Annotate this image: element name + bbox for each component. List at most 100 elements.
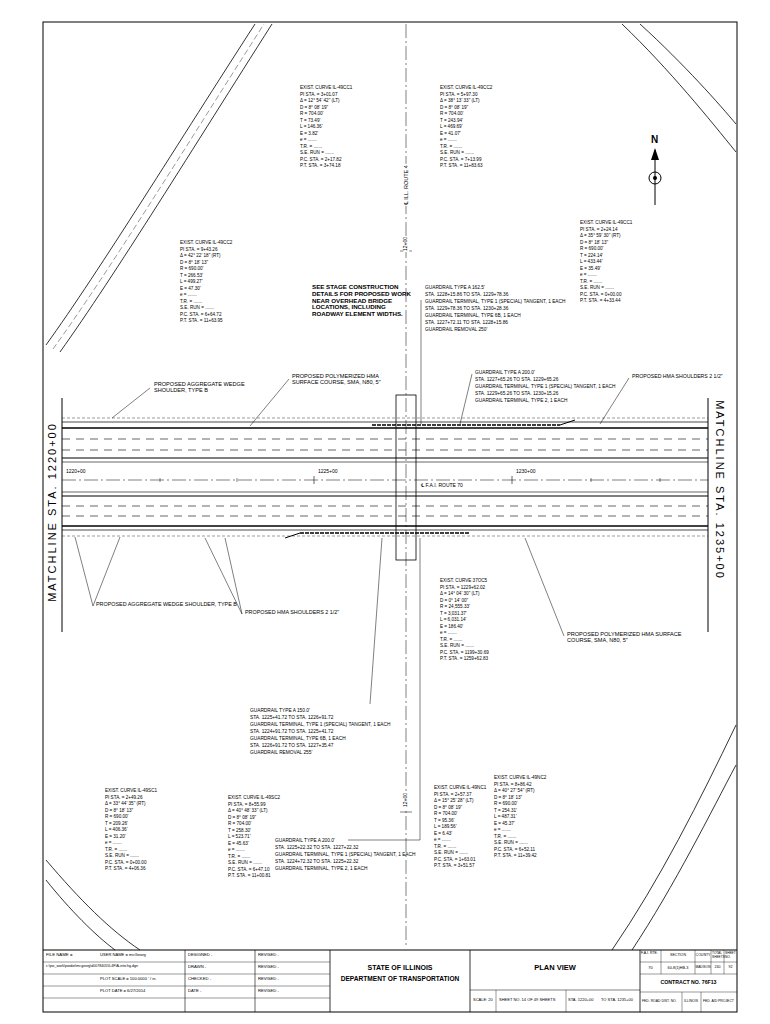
plan-linework <box>43 950 737 951</box>
curve-data: P.T. STA. = 3+74.18 <box>300 163 340 168</box>
plan-linework <box>62 492 708 493</box>
plan-linework <box>53 24 264 349</box>
curve-data: P.T. STA. = 11+83.63 <box>440 163 483 168</box>
plan-linework <box>651 148 659 160</box>
curve-data: P.C. STA. = 1199+30.69 <box>440 650 489 655</box>
curve-data: L = 406.36' <box>105 827 128 832</box>
guardrail-note: STA. 1229+65.26 TO STA. 1230+15.26 <box>475 391 558 396</box>
callout: PROPOSED HMA SHOULDERS 2 1/2" <box>632 374 723 380</box>
curve-data: D = 8° 18' 13" <box>580 240 608 245</box>
plan-linework <box>62 530 708 531</box>
matchline-label: MATCHLINE STA. 1220+00 <box>46 422 58 602</box>
curve-data: R = 690.00' <box>180 266 203 271</box>
curve-data: S.E. RUN = ....... <box>434 850 468 855</box>
curve-data: E = 186.40' <box>440 624 463 629</box>
curve-data: Δ = 38° 13' 33" (LT) <box>440 98 480 103</box>
sheet-frame <box>43 22 737 1012</box>
title-block-text: REVISED - <box>258 953 279 958</box>
curve-data: P.T. STA. = 11+63.95 <box>180 318 223 323</box>
plan-linework <box>62 418 708 419</box>
plan-linework <box>43 22 737 1012</box>
curve-data: D = 8° 18' 13" <box>180 260 208 265</box>
curve-data: PI STA. = 8+86.42 <box>494 782 531 787</box>
curve-data: L = 6,031.14' <box>440 617 466 622</box>
curve-data: T.R. = ....... <box>180 299 202 304</box>
plan-linework <box>255 950 256 1012</box>
plan-linework <box>724 950 725 974</box>
curve-data: EXIST. CURVE 37OC5 <box>440 578 487 583</box>
plan-linework <box>62 398 63 632</box>
plan-linework <box>62 427 708 428</box>
curve-data: e = ....... <box>580 272 597 277</box>
curve-data: S.E. RUN = ....... <box>228 860 262 865</box>
plan-linework <box>612 725 736 950</box>
guardrail-note: GUARDRAIL TYPE A 150.0' <box>250 708 310 713</box>
guardrail-note: STA. 1226+91.72 TO STA. 1227+35.47 <box>250 743 333 748</box>
curve-data: Δ = 40° 48' 33" (LT) <box>228 808 268 813</box>
curve-data: EXIST. CURVE IL-49CC1 <box>300 85 352 90</box>
title-block-text: MADISON <box>696 966 711 970</box>
plan-linework <box>62 536 708 537</box>
plan-linework <box>640 992 737 993</box>
plan-linework <box>372 424 560 426</box>
curve-data: PI STA. = 2+49.26 <box>105 795 142 800</box>
plan-linework <box>370 538 382 704</box>
guardrail-lines <box>285 420 575 538</box>
curve-data: R = 690.00' <box>494 801 517 806</box>
curve-data: E = 45.63' <box>228 841 249 846</box>
curve-data: Δ = 35° 59' 30" (RT) <box>580 233 621 238</box>
curve-data: L = 146.36' <box>300 124 323 129</box>
plan-linework <box>661 950 662 974</box>
curve-data: EXIST. CURVE IL-49SC1 <box>105 788 157 793</box>
plan-linework <box>640 974 737 975</box>
title-block-text: DESIGNED - <box>188 953 212 958</box>
curve-data: P.C. STA. = 0+00.00 <box>105 860 146 865</box>
curve-data: R = 704.00' <box>228 821 251 826</box>
plan-linework <box>711 950 712 974</box>
title-block-text: TOTAL SHEETS <box>712 952 724 959</box>
title-block-text: FED. AID PROJECT <box>703 1000 734 1004</box>
curve-data: PI STA. = 9+43.26 <box>180 247 217 252</box>
curve-data: T.R. = ....... <box>580 279 602 284</box>
curve-data: Δ = 33° 44' 35" (RT) <box>105 801 146 806</box>
plan-linework <box>43 986 330 987</box>
plan-linework <box>400 812 412 813</box>
plan-linework <box>62 457 708 458</box>
title-block-text: DRAWN - <box>188 965 206 970</box>
guardrail-note: GUARDRAIL TERMINAL, TYPE 1 (SPECIAL) TAN… <box>425 299 565 304</box>
curve-data: P.C. STA. = 2+17.82 <box>300 157 341 162</box>
plan-linework <box>112 388 150 418</box>
curve-data: D = 8° 08' 19" <box>440 105 468 110</box>
curve-data: L = 499.27' <box>180 279 203 284</box>
title-block-text: 70 <box>648 966 652 970</box>
curve-data: P.T. STA. = 4+06.36 <box>105 866 145 871</box>
curve-data: D = 8° 18' 13" <box>494 795 522 800</box>
curve-data: PI STA. = 2+57.37 <box>434 792 471 797</box>
guardrail-note: GUARDRAIL TYPE A 200.0' <box>275 838 335 843</box>
title-block-text: SCALE: 20 <box>473 998 493 1002</box>
plan-linework <box>396 395 416 560</box>
curve-data: E = 47.30' <box>180 286 201 291</box>
plan-linework <box>62 439 708 440</box>
title-block-text: F.A.I. RTE. <box>641 952 660 956</box>
plan-linework <box>525 538 564 636</box>
curve-data: S.E. RUN = ....... <box>105 853 139 858</box>
curve-data: e = ....... <box>440 137 457 142</box>
title-block-text: FILE NAME = <box>46 953 72 958</box>
plan-linework <box>43 962 330 963</box>
plan-linework <box>470 950 471 1012</box>
plan-linework <box>43 998 330 999</box>
curve-data: E = 35.49' <box>580 266 601 271</box>
curve-data: P.T. STA. = 4+33.44 <box>580 298 620 303</box>
title-block-text: CONTRACT NO. 76F13 <box>661 980 717 986</box>
curve-data: T = 258.30' <box>228 828 251 833</box>
plan-linework <box>622 24 736 152</box>
plan-linework <box>62 525 708 526</box>
station-label: 12+00 <box>403 792 409 808</box>
curve-data: T.R. = ....... <box>440 144 462 149</box>
curve-data: Δ = 15° 25' 28" (LT) <box>434 798 474 803</box>
station-label: 1230+00 <box>516 469 536 475</box>
title-block-text: USER NAME = mcGeorg <box>100 953 146 958</box>
curve-data: T = 73.49' <box>300 118 320 123</box>
